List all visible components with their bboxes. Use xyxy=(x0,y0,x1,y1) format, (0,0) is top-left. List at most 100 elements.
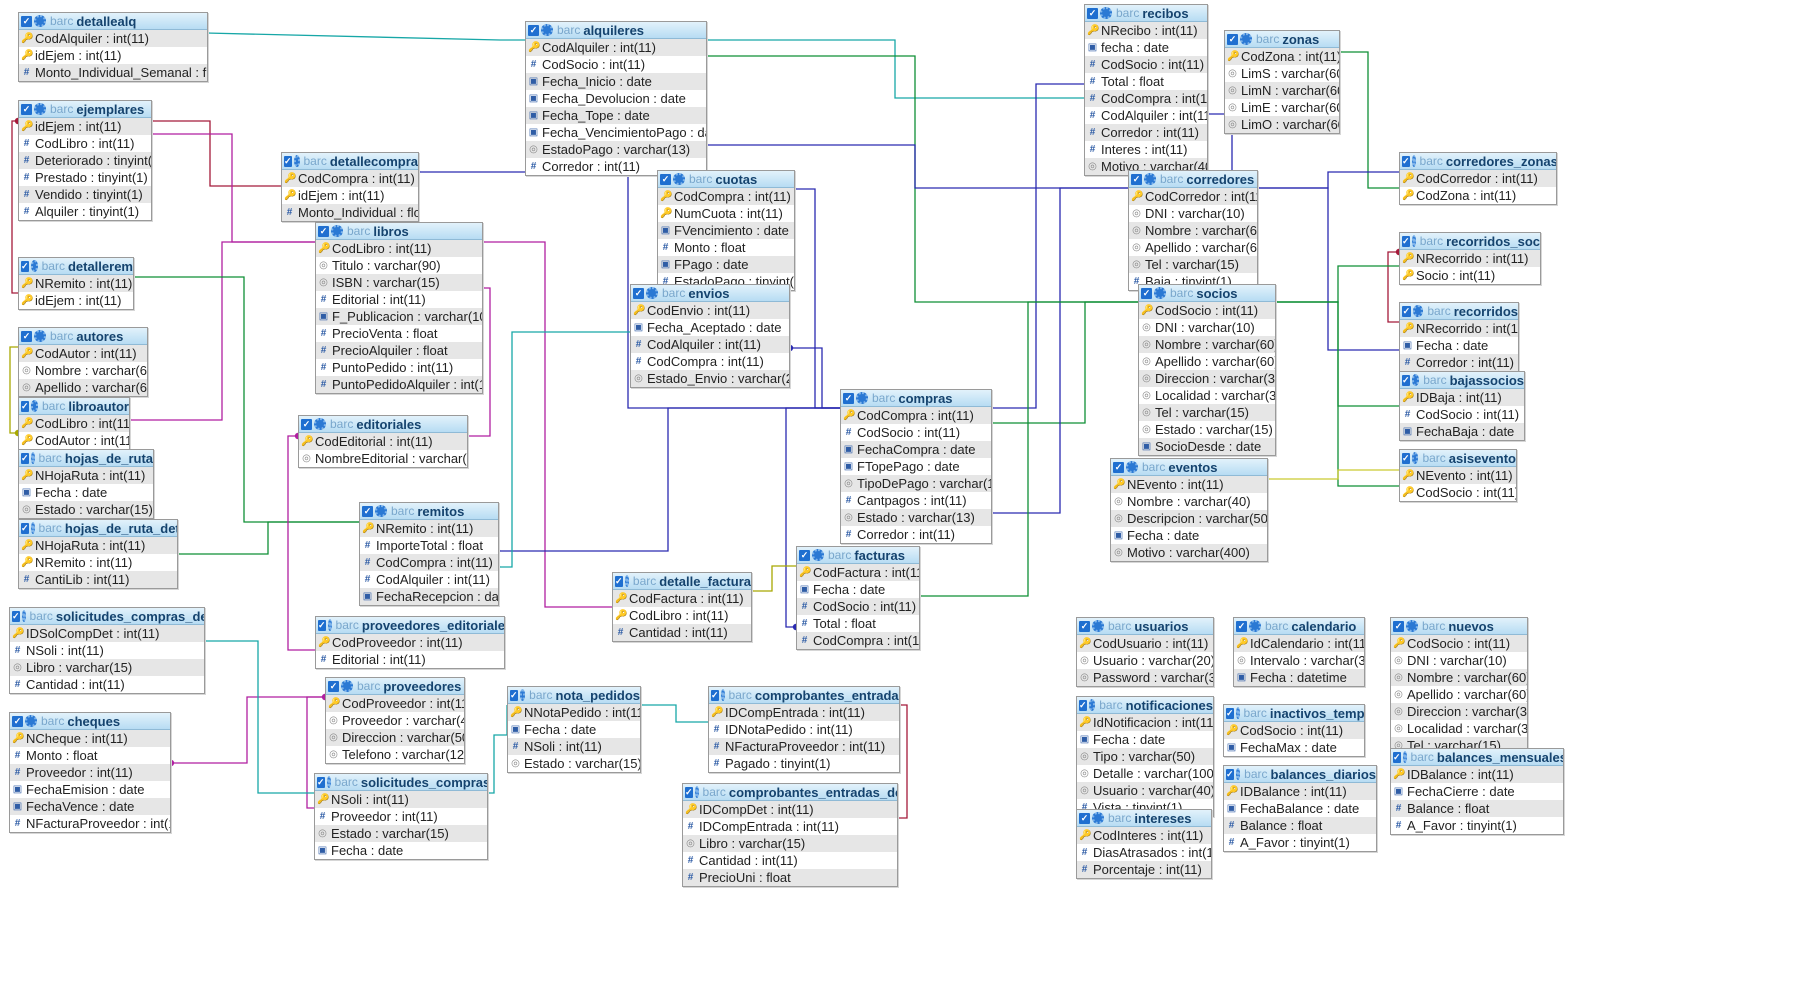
column-row[interactable]: #Editorial : int(11) xyxy=(316,291,482,308)
column-row[interactable]: ◎DNI : varchar(10) xyxy=(1391,652,1527,669)
column-row[interactable]: ◎Direccion : varchar(30) xyxy=(1391,703,1527,720)
column-row[interactable]: 🔑IDCompDet : int(11) xyxy=(683,801,897,818)
table-name[interactable]: recibos xyxy=(1142,5,1189,21)
column-row[interactable]: ◎Usuario : varchar(20) xyxy=(1077,652,1213,669)
column-row[interactable]: #Corredor : int(11) xyxy=(1400,354,1518,371)
column-row[interactable]: #PrecioAlquiler : float xyxy=(316,342,482,359)
select-checkbox-icon[interactable]: ✓ xyxy=(1131,173,1142,185)
gear-icon[interactable] xyxy=(1412,305,1424,317)
column-row[interactable]: ◎Nombre : varchar(60) xyxy=(1139,336,1275,353)
column-row[interactable]: #Balance : float xyxy=(1224,817,1376,834)
gear-icon[interactable] xyxy=(327,619,332,631)
column-row[interactable]: ◎TipoDePago : varchar(15) xyxy=(841,475,991,492)
gear-icon[interactable] xyxy=(34,330,46,342)
gear-icon[interactable] xyxy=(314,418,326,430)
column-row[interactable]: ▣fecha : date xyxy=(1085,39,1207,56)
gear-icon[interactable] xyxy=(293,155,300,167)
column-row[interactable]: ◎Apellido : varchar(60) xyxy=(19,379,147,396)
table-name[interactable]: zonas xyxy=(1282,31,1320,47)
column-row[interactable]: #CodAlquiler : int(11) xyxy=(631,336,789,353)
select-checkbox-icon[interactable]: ✓ xyxy=(1227,33,1238,45)
column-row[interactable]: 🔑CodAutor : int(11) xyxy=(19,432,129,449)
column-row[interactable]: 🔑NNotaPedido : int(11) xyxy=(508,704,640,721)
column-row[interactable]: 🔑NRemito : int(11) xyxy=(19,275,133,292)
table-name[interactable]: comprobantes_entradas_det xyxy=(728,784,897,800)
column-row[interactable]: 🔑IDBalance : int(11) xyxy=(1224,783,1376,800)
column-row[interactable]: 🔑NRemito : int(11) xyxy=(360,520,498,537)
column-row[interactable]: 🔑CodInteres : int(11) xyxy=(1077,827,1211,844)
column-row[interactable]: ◎LimE : varchar(60) xyxy=(1225,99,1339,116)
table-name[interactable]: cuotas xyxy=(715,171,758,187)
select-checkbox-icon[interactable]: ✓ xyxy=(633,287,644,299)
table-name[interactable]: envios xyxy=(688,285,730,301)
column-row[interactable]: 🔑NEvento : int(11) xyxy=(1111,476,1267,493)
column-row[interactable]: ◎Apellido : varchar(60) xyxy=(1391,686,1527,703)
column-row[interactable]: 🔑CodProveedor : int(11) xyxy=(316,634,504,651)
gear-icon[interactable] xyxy=(21,610,26,622)
column-row[interactable]: 🔑NRecorrido : int(11) xyxy=(1400,320,1518,337)
column-row[interactable]: ◎Estado : varchar(15) xyxy=(1139,421,1275,438)
gear-icon[interactable] xyxy=(1092,620,1104,632)
column-row[interactable]: 🔑IdCalendario : int(11) xyxy=(1234,635,1364,652)
select-checkbox-icon[interactable]: ✓ xyxy=(21,330,32,342)
table-name[interactable]: detallecompra xyxy=(329,153,418,169)
table-name[interactable]: nota_pedidos xyxy=(555,687,640,703)
column-row[interactable]: ◎LimN : varchar(60) xyxy=(1225,82,1339,99)
gear-icon[interactable] xyxy=(720,689,725,701)
column-row[interactable]: #Monto : float xyxy=(658,239,794,256)
gear-icon[interactable] xyxy=(1406,620,1418,632)
column-row[interactable]: ◎Nombre : varchar(60) xyxy=(1391,669,1527,686)
table-name[interactable]: ejemplares xyxy=(76,101,145,117)
column-row[interactable]: 🔑CodEditorial : int(11) xyxy=(299,433,467,450)
column-row[interactable]: 🔑CodEnvio : int(11) xyxy=(631,302,789,319)
select-checkbox-icon[interactable]: ✓ xyxy=(1393,620,1404,632)
column-row[interactable]: 🔑CodLibro : int(11) xyxy=(316,240,482,257)
column-row[interactable]: ▣Fecha_Inicio : date xyxy=(526,73,706,90)
column-row[interactable]: #CodSocio : int(11) xyxy=(797,598,919,615)
column-row[interactable]: #CantiLib : int(11) xyxy=(19,571,177,588)
column-row[interactable]: 🔑CodFactura : int(11) xyxy=(613,590,751,607)
table-name[interactable]: hojas_de_ruta_det xyxy=(64,520,177,536)
column-row[interactable]: 🔑CodZona : int(11) xyxy=(1400,187,1556,204)
column-row[interactable]: #Vendido : tinyint(1) xyxy=(19,186,151,203)
column-row[interactable]: 🔑NumCuota : int(11) xyxy=(658,205,794,222)
column-row[interactable]: #PrecioVenta : float xyxy=(316,325,482,342)
column-row[interactable]: 🔑NEvento : int(11) xyxy=(1400,467,1516,484)
select-checkbox-icon[interactable]: ✓ xyxy=(21,400,29,412)
column-row[interactable]: ◎Apellido : varchar(60) xyxy=(1129,239,1257,256)
column-row[interactable]: #Monto_Individual : float xyxy=(282,204,418,221)
select-checkbox-icon[interactable]: ✓ xyxy=(301,418,312,430)
column-row[interactable]: ▣Fecha_Tope : date xyxy=(526,107,706,124)
column-row[interactable]: 🔑CodLibro : int(11) xyxy=(19,415,129,432)
table-name[interactable]: asisevento xyxy=(1448,450,1516,466)
column-row[interactable]: ▣Fecha : date xyxy=(1111,527,1267,544)
